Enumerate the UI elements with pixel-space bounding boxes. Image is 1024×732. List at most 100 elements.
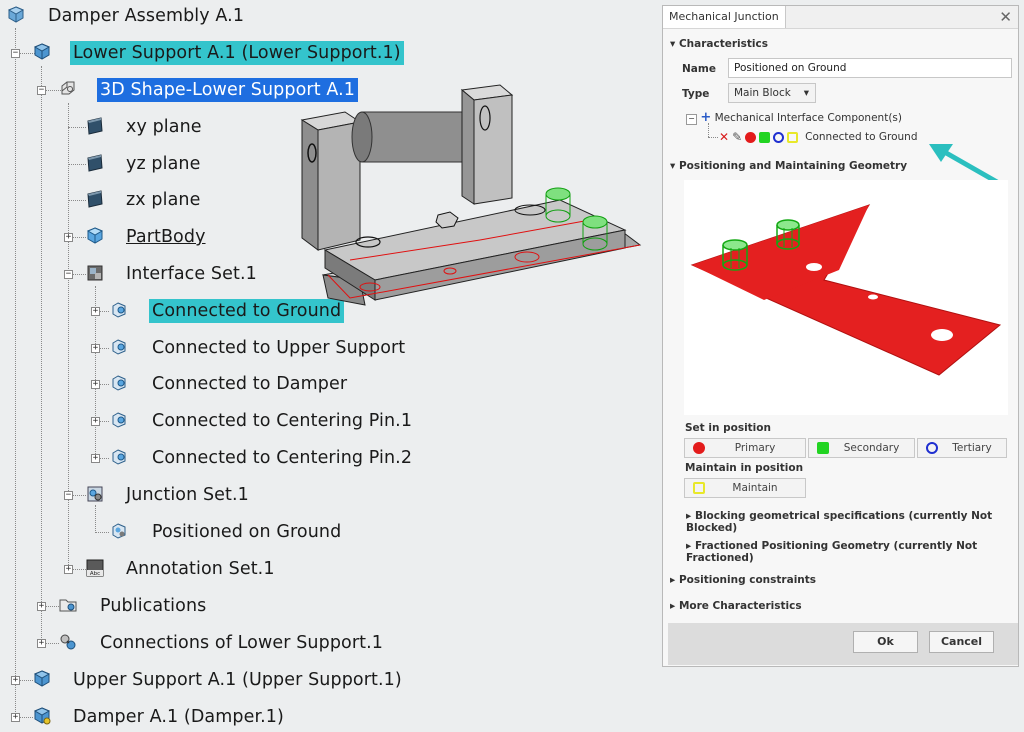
set-in-position-label: Set in position	[685, 422, 771, 434]
collapse-toggle[interactable]: −	[37, 85, 46, 95]
expand-toggle[interactable]: +	[11, 712, 20, 722]
button-label: Secondary	[843, 442, 900, 454]
tertiary-dot-icon	[773, 131, 785, 143]
tree-label: Damper A.1 (Damper.1)	[73, 707, 284, 727]
tree-label: Connected to Damper	[152, 374, 348, 394]
plus-icon: +	[700, 110, 712, 125]
tree-label: zx plane	[126, 190, 201, 210]
mic-item-label: Connected to Ground	[805, 131, 918, 143]
plane-icon	[87, 154, 103, 172]
collapse-toggle[interactable]: −	[64, 490, 73, 500]
expand-toggle[interactable]: +	[64, 232, 73, 242]
tree-connector	[95, 505, 96, 533]
interface-set-icon	[87, 265, 103, 281]
3d-model-viewport[interactable]	[290, 80, 660, 320]
button-label: Primary	[734, 442, 776, 454]
maintain-button[interactable]: Maintain	[684, 478, 806, 498]
cancel-button[interactable]: Cancel	[929, 631, 994, 653]
section-fractioned[interactable]: ▸ Fractioned Positioning Geometry (curre…	[686, 540, 1024, 564]
section-positioning-geometry[interactable]: ▾ Positioning and Maintaining Geometry	[670, 160, 907, 172]
tree-connector	[95, 421, 109, 422]
tree-label: Interface Set.1	[126, 264, 257, 284]
tree-label: Damper Assembly A.1	[48, 6, 245, 26]
tree-connector	[68, 103, 69, 571]
caret-right-icon: ▸	[686, 510, 692, 522]
plane-icon	[87, 117, 103, 135]
maintain-dot-icon	[787, 131, 799, 143]
section-title: More Characteristics	[678, 600, 802, 612]
tree-connector	[95, 348, 109, 349]
expand-toggle[interactable]: +	[91, 306, 100, 316]
tree-connector	[41, 643, 59, 644]
collapse-toggle[interactable]: −	[11, 48, 20, 58]
ok-button[interactable]: Ok	[853, 631, 918, 653]
expand-toggle[interactable]: +	[64, 564, 73, 574]
interface-icon	[112, 302, 126, 318]
type-select-value: Main Block	[734, 87, 791, 99]
specification-tree: Damper Assembly A.1 − Lower Support A.1 …	[7, 6, 413, 727]
tree-connector	[15, 680, 33, 681]
product-icon	[33, 43, 51, 60]
chevron-down-icon: ▾	[803, 87, 809, 99]
publications-icon	[59, 599, 77, 612]
remove-icon[interactable]: ✕	[719, 130, 730, 144]
section-title: Fractioned Positioning Geometry (current…	[686, 540, 978, 564]
type-select[interactable]: Main Block ▾	[728, 83, 816, 103]
mic-item-row[interactable]: ✕ ✎ Connected to Ground	[719, 130, 918, 144]
tree-connector	[95, 384, 109, 385]
tree-connector	[95, 311, 109, 312]
product-icon	[33, 670, 51, 687]
tree-connector	[68, 200, 86, 201]
close-icon[interactable]: ✕	[999, 8, 1012, 26]
assembly-icon	[7, 6, 25, 23]
collapse-toggle[interactable]: −	[64, 269, 73, 279]
section-positioning-constraints[interactable]: ▸ Positioning constraints	[670, 574, 816, 586]
tree-connector	[68, 274, 86, 275]
tree-label: Connections of Lower Support.1	[100, 633, 383, 653]
collapse-toggle[interactable]: −	[686, 114, 697, 125]
expand-toggle[interactable]: +	[11, 675, 20, 685]
tree-label: PartBody	[126, 227, 206, 247]
tree-connector	[15, 53, 35, 54]
callout-arrow-icon	[929, 144, 1000, 185]
section-characteristics[interactable]: ▾ Characteristics	[670, 38, 768, 50]
pencil-icon[interactable]: ✎	[732, 130, 743, 144]
expand-toggle[interactable]: +	[91, 453, 100, 463]
primary-dot-icon	[693, 442, 705, 454]
primary-button[interactable]: Primary	[684, 438, 806, 458]
expand-toggle[interactable]: +	[91, 343, 100, 353]
tree-label: yz plane	[126, 154, 201, 174]
section-blocking[interactable]: ▸ Blocking geometrical specifications (c…	[686, 510, 1024, 534]
tree-label: xy plane	[126, 117, 202, 137]
junction-icon	[112, 523, 126, 539]
tree-label: Connected to Centering Pin.1	[152, 411, 413, 431]
tree-label-selected: Lower Support A.1 (Lower Support.1)	[70, 41, 404, 65]
tree-connector	[41, 90, 61, 91]
mic-row[interactable]: − + Mechanical Interface Component(s)	[686, 110, 902, 125]
expand-toggle[interactable]: +	[91, 416, 100, 426]
tertiary-button[interactable]: Tertiary	[917, 438, 1007, 458]
expand-toggle[interactable]: +	[91, 379, 100, 389]
expand-toggle[interactable]: +	[37, 601, 46, 611]
caret-down-icon: ▾	[670, 160, 676, 172]
tree-label-selected: 3D Shape-Lower Support A.1	[97, 78, 358, 102]
primary-dot-icon	[745, 131, 757, 143]
tree-connector	[95, 532, 109, 533]
plane-icon	[87, 190, 103, 208]
tree-label: Positioned on Ground	[152, 522, 342, 542]
tree-connector	[68, 164, 86, 165]
caret-right-icon: ▸	[670, 600, 676, 612]
expand-toggle[interactable]: +	[37, 638, 46, 648]
name-field[interactable]: Positioned on Ground	[728, 58, 1012, 78]
secondary-button[interactable]: Secondary	[808, 438, 915, 458]
tree-connector	[68, 237, 86, 238]
annotation-icon: Abc	[86, 559, 104, 577]
tree-label: Annotation Set.1	[126, 559, 275, 579]
tree-connector	[95, 458, 109, 459]
section-more-characteristics[interactable]: ▸ More Characteristics	[670, 600, 802, 612]
secondary-dot-icon	[759, 131, 771, 143]
connections-icon	[60, 634, 76, 650]
button-label: Tertiary	[952, 442, 992, 454]
geometry-preview[interactable]	[684, 180, 1008, 415]
section-title: Positioning constraints	[678, 574, 817, 586]
